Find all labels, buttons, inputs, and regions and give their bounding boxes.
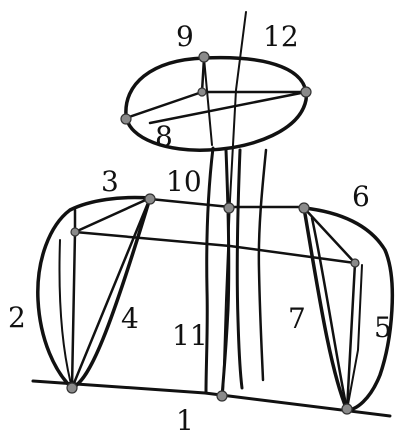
keypoint-5 <box>342 404 352 414</box>
label-8: 8 <box>155 120 173 153</box>
label-3: 3 <box>101 165 119 198</box>
label-1: 1 <box>176 404 194 437</box>
head-ellipse <box>126 58 306 151</box>
keypoint-12 <box>301 87 311 97</box>
left-handle-inner-a <box>72 198 150 388</box>
head-inner-line-c <box>204 58 212 145</box>
head-inner-line-b <box>150 92 306 123</box>
label-10: 10 <box>166 165 202 198</box>
keypoint-1 <box>217 391 227 401</box>
label-9: 9 <box>176 20 194 53</box>
ground-line <box>33 381 390 416</box>
label-11: 11 <box>172 319 208 352</box>
stem-stroke-far-right <box>259 150 266 380</box>
stem-stroke-left <box>206 148 213 392</box>
keypoint-7 <box>351 259 359 267</box>
label-4: 4 <box>121 302 139 335</box>
keypoint-8 <box>121 114 131 124</box>
stem-stroke-mid <box>222 150 229 396</box>
keypoint-2 <box>67 383 77 393</box>
stem-stroke-right <box>237 150 242 388</box>
label-12: 12 <box>263 20 299 53</box>
keypoint-3 <box>145 194 155 204</box>
keypoint-6 <box>299 203 309 213</box>
left-handle-inner-b <box>72 210 75 388</box>
left-handle-outer <box>38 198 150 389</box>
left-handle-inner-c <box>60 240 73 388</box>
label-2: 2 <box>8 301 26 334</box>
right-handle-inner-b <box>312 218 347 410</box>
keypoint-11 <box>198 88 206 96</box>
head-inner-line-a <box>126 58 204 118</box>
keypoint-10 <box>224 203 234 213</box>
keypoint-4 <box>71 228 79 236</box>
keypoint-9 <box>199 52 209 62</box>
label-6: 6 <box>352 180 370 213</box>
label-5: 5 <box>374 311 392 344</box>
label-7: 7 <box>288 302 306 335</box>
